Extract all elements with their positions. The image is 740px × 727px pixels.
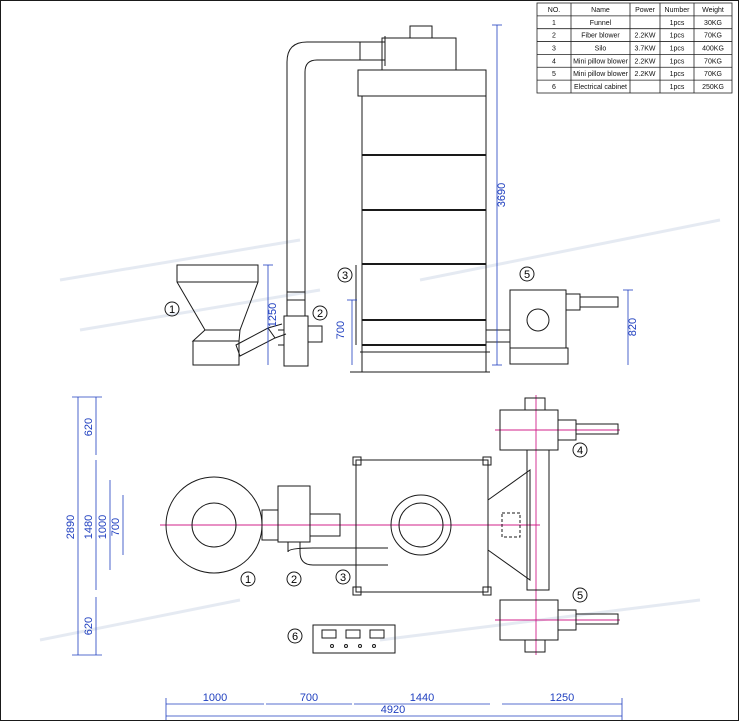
label-silo-top: 3 xyxy=(335,569,351,585)
funnel-front xyxy=(176,264,287,366)
table-cell: 5 xyxy=(552,71,556,78)
table-cell: 1pcs xyxy=(670,45,685,52)
table-cell: Fiber blower xyxy=(581,33,620,40)
table-cell: Silo xyxy=(595,45,607,52)
table-cell: 400KG xyxy=(702,45,724,52)
label-funnel: 1 xyxy=(164,301,180,317)
table-cell: 2 xyxy=(552,33,556,40)
table-cell: 2.2KW xyxy=(634,58,655,65)
table-header-cell: Weight xyxy=(702,7,724,14)
table-border xyxy=(536,2,733,94)
dim-seg-d: 1250 xyxy=(550,692,574,704)
dim-seg-a: 1000 xyxy=(203,692,227,704)
table-cell: 1 xyxy=(552,20,556,27)
top-bottom-dims xyxy=(165,698,623,720)
label-funnel-top: 1 xyxy=(240,571,256,587)
table-cell: 30KG xyxy=(704,20,722,27)
dim-blower-height: 700 xyxy=(335,321,347,339)
table-cell: 2.2KW xyxy=(634,71,655,78)
label-pillow-blower-4: 4 xyxy=(572,442,588,458)
front-dims xyxy=(263,24,633,366)
table-cell: 70KG xyxy=(704,33,722,40)
pillow-blower-top-5 xyxy=(499,599,619,653)
label-electrical-cabinet-text: 6 xyxy=(292,631,298,643)
parts-table: NO. Name Power Number Weight 1 Funnel 1pcs 30KG 2… xyxy=(536,2,733,94)
dim-top: 620 xyxy=(83,418,95,436)
table-header-cell: Power xyxy=(635,7,656,14)
table-cell: Electrical cabinet xyxy=(574,84,627,91)
dim-silo-height: 3690 xyxy=(496,183,508,207)
dim-total-length: 4920 xyxy=(381,704,405,716)
table-header-cell: Name xyxy=(591,7,610,14)
table-cell: 70KG xyxy=(704,58,722,65)
fiber-blower-front xyxy=(278,299,323,367)
dim-seg-c: 1440 xyxy=(410,692,434,704)
electrical-cabinet xyxy=(312,624,396,654)
silo-top xyxy=(352,456,531,596)
table-cell: 1pcs xyxy=(670,58,685,65)
dim-mid-c: 700 xyxy=(110,518,122,536)
table-header-cell: Number xyxy=(665,7,691,14)
table-cell: 1pcs xyxy=(670,20,685,27)
dim-funnel-height: 1250 xyxy=(267,303,279,327)
label-funnel-text: 1 xyxy=(169,304,175,316)
label-silo-text: 3 xyxy=(342,270,348,282)
dim-bottom: 620 xyxy=(83,617,95,635)
duct-pipe xyxy=(286,36,386,300)
label-fiber-blower-top: 2 xyxy=(286,571,302,587)
table-cell: 2.2KW xyxy=(634,33,655,40)
fiber-blower-top xyxy=(277,485,388,566)
dim-total-width: 2890 xyxy=(65,515,77,539)
front-view xyxy=(176,24,633,373)
pillow-blower-front xyxy=(486,289,619,365)
dim-pillow-height: 820 xyxy=(627,318,639,336)
label-electrical-cabinet: 6 xyxy=(287,628,303,644)
label-pillow-blower-5: 5 xyxy=(572,587,588,603)
table-cell: 1pcs xyxy=(670,71,685,78)
table-cell: Mini pillow blower xyxy=(573,71,629,78)
table-cell: Funnel xyxy=(590,20,612,27)
dim-seg-b: 700 xyxy=(300,692,318,704)
dim-mid-b: 1000 xyxy=(97,515,109,539)
watermark xyxy=(39,218,721,642)
pillow-blower-top-4 xyxy=(499,397,619,591)
top-view xyxy=(72,395,623,720)
table-cell: 1pcs xyxy=(670,84,685,91)
top-left-dims xyxy=(72,396,124,656)
dim-mid-a: 1480 xyxy=(83,515,95,539)
label-silo: 3 xyxy=(337,267,353,283)
label-pillow-blower-4-text: 4 xyxy=(577,445,583,457)
label-pillow-blower-5-text: 5 xyxy=(577,590,583,602)
silo-front xyxy=(350,25,490,373)
label-fiber-blower-top-text: 2 xyxy=(291,574,297,586)
table-cell: 250KG xyxy=(702,84,724,91)
label-silo-top-text: 3 xyxy=(340,572,346,584)
label-pillow-blower-text: 5 xyxy=(524,269,530,281)
table-cell: 70KG xyxy=(704,71,722,78)
table-cell: 6 xyxy=(552,84,556,91)
table-cell: 4 xyxy=(552,58,556,65)
table-cell: Mini pillow blower xyxy=(573,58,629,65)
table-header-cell: NO. xyxy=(548,7,561,14)
table-cell: 1pcs xyxy=(670,33,685,40)
label-funnel-top-text: 1 xyxy=(245,574,251,586)
label-fiber-blower-text: 2 xyxy=(317,308,323,320)
table-cell: 3.7KW xyxy=(634,45,655,52)
table-cell: 3 xyxy=(552,45,556,52)
label-pillow-blower: 5 xyxy=(519,266,535,282)
label-fiber-blower: 2 xyxy=(312,305,328,321)
